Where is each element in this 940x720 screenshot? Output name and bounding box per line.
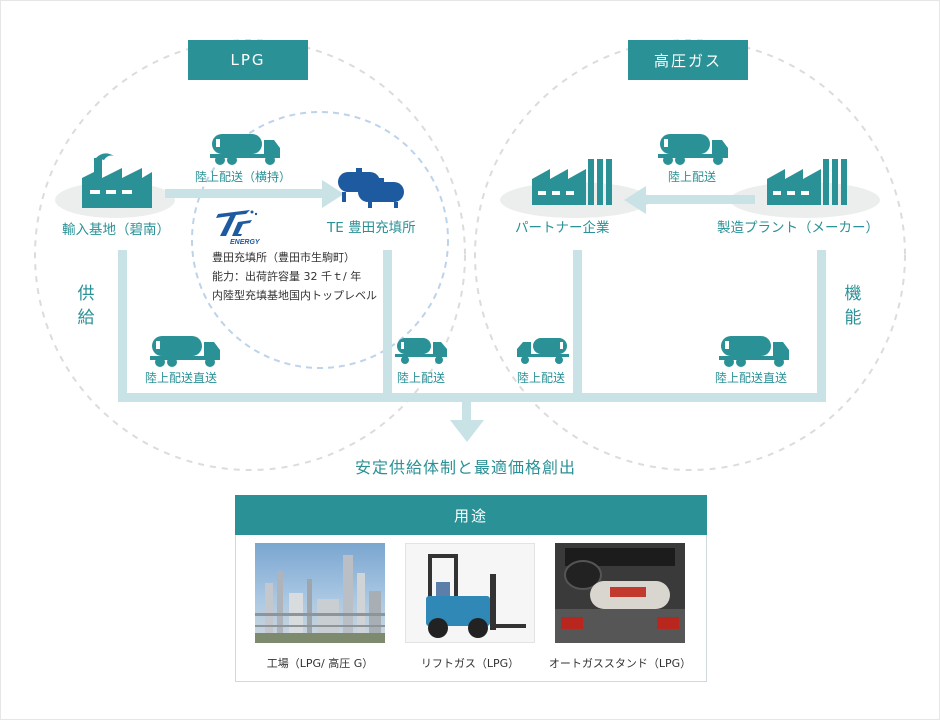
import-vertical-bar [118,250,127,400]
factory-photo [255,543,385,643]
plant-vertical-bar [817,250,826,400]
te-energy-logo: ENERGY [216,210,261,246]
plant-to-partner-route-label: 陸上配送 [668,170,717,184]
collector-bar [118,393,826,402]
right-arrow-icon [322,180,344,208]
left-arrow-icon [624,186,646,214]
plant-label: 製造プラント（メーカー） [717,220,879,236]
lpg-top-arrow-bar [165,189,325,198]
down-arrow-icon [450,420,484,442]
partner-factory-icon [532,159,612,205]
hp-direct-route-label: 陸上配送直送 [715,371,788,385]
autogas-photo [555,543,685,643]
te-info-line: 豊田充填所（豊田市生駒町） [212,251,355,264]
usage-caption-forklift: リフトガス（LPG） [420,657,520,670]
te-delivery-route-label: 陸上配送 [397,371,446,385]
te-logo-text: ENERGY [230,239,261,246]
te-circle [191,111,449,369]
te-info-line: 内陸型充填基地国内トップレベル [212,289,377,302]
small-truck-icon [517,338,569,364]
lpg-direct-route-label: 陸上配送直送 [145,371,218,385]
factory-icon [82,153,152,208]
tanker-truck-icon [719,336,789,367]
partner-vertical-bar [573,250,582,400]
hpgas-title: 高圧ガス [628,40,748,80]
supply-label: 供給 [77,284,95,328]
lpg-top-route-label: 陸上配送（横持） [195,170,292,184]
lpg-title: LPG [188,40,308,80]
tanker-truck-icon [150,336,220,367]
usage-caption-autogas: オートガススタンド（LPG） [548,657,692,670]
plant-to-partner-bar [645,195,755,204]
storage-tank-icon [338,168,404,208]
forklift-photo [405,543,535,643]
import-base-label: 輸入基地（碧南） [62,222,170,238]
partner-label: パートナー企業 [515,220,610,236]
small-truck-icon [395,338,447,364]
down-stem [462,393,471,423]
te-station-label: TE 豊田充填所 [327,220,416,236]
result-heading: 安定供給体制と最適価格創出 [355,458,577,477]
hpgas-circle [474,39,906,471]
partner-delivery-route-label: 陸上配送 [517,371,566,385]
plant-factory-icon [767,159,847,205]
function-label: 機能 [844,284,862,328]
tanker-truck-icon [210,134,280,165]
usage-title: 用途 [235,495,707,535]
tanker-truck-icon [658,134,728,165]
te-info-line: 能力：出荷許容量 32 千ｔ/ 年 [212,270,362,283]
usage-caption-factory: 工場（LPG/ 高圧 G） [266,657,374,670]
te-vertical-bar [383,250,392,400]
te-info-block: 豊田充填所（豊田市生駒町） 能力：出荷許容量 32 千ｔ/ 年 内陸型充填基地国… [212,248,377,305]
